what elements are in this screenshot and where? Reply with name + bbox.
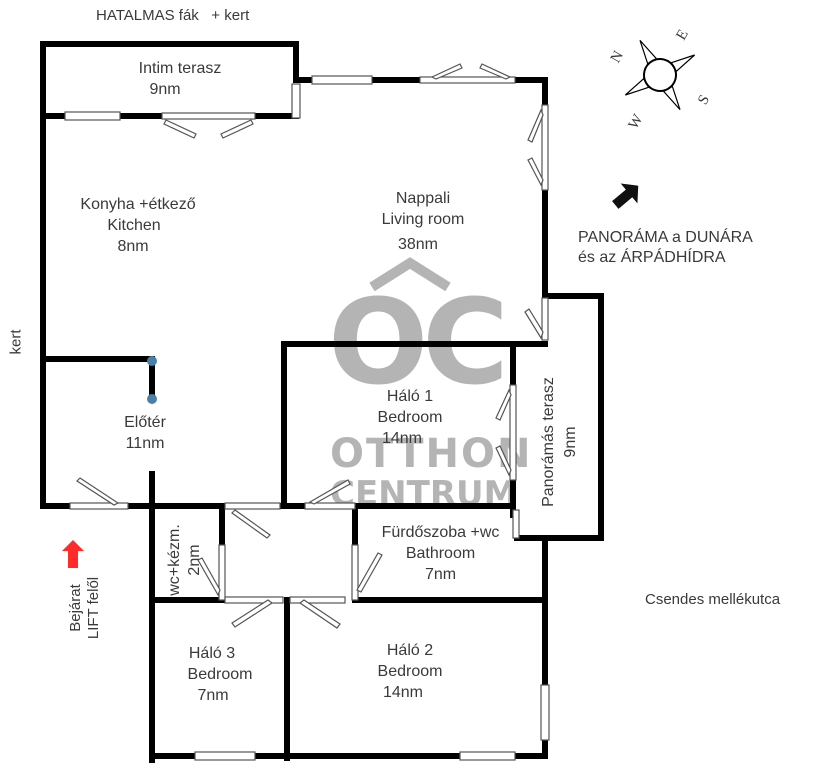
window: [194, 751, 256, 761]
door-leaf: [524, 308, 544, 340]
room-area: 7nm: [424, 566, 457, 583]
partition-dot: [147, 356, 157, 366]
door: [541, 297, 549, 341]
doors: [69, 63, 549, 629]
view-line2: és az ÁRPÁDHÍDRA: [578, 249, 726, 266]
door-leaf: [495, 445, 512, 477]
entrance-arrow-icon: [62, 540, 84, 568]
room-name: Előtér: [124, 414, 166, 431]
room-name: Panorámás terasz: [540, 377, 557, 507]
room-halo3: Háló 3 Bedroom 7nm: [170, 643, 270, 706]
room-name-en: Bedroom: [377, 663, 443, 680]
window: [64, 111, 121, 121]
room-name: wc+kézm.: [166, 524, 183, 596]
door: [541, 104, 549, 191]
door: [218, 544, 226, 601]
compass-icon: [624, 39, 696, 111]
room-name: Nappali: [395, 190, 451, 207]
room-name-en: Bathroom: [405, 545, 476, 562]
annotation-entrance: Bejárat LIFT felől: [67, 563, 103, 653]
walls: [40, 41, 604, 763]
room-name-en: Bedroom: [377, 409, 443, 426]
room-name: Konyha +étkező: [80, 196, 196, 213]
door-leaf: [356, 552, 383, 593]
room-halo2: Háló 2 Bedroom 14nm: [360, 640, 460, 703]
door-leaf: [220, 119, 254, 139]
room-area: 8nm: [117, 238, 149, 255]
door-leaf: [308, 479, 351, 505]
door: [509, 384, 517, 481]
window: [540, 684, 550, 741]
room-area: 2nm: [186, 544, 203, 576]
room-area: 9nm: [562, 426, 579, 458]
door-leaf: [163, 119, 197, 139]
room-name-en: Living room: [381, 211, 465, 228]
room-panoramas-terasz: Panorámás terasz 9nm: [538, 372, 582, 512]
door: [419, 76, 516, 84]
door-leaf: [231, 509, 271, 539]
door: [224, 502, 281, 510]
door-leaf: [231, 599, 274, 628]
door-leaf: [298, 599, 341, 629]
room-area: 14nm: [382, 684, 424, 701]
door-leaf: [527, 157, 544, 187]
door-leaf: [197, 557, 221, 597]
room-intim-terasz: Intim terasz 9nm: [110, 58, 250, 100]
door: [512, 509, 520, 539]
room-name-en: Bedroom: [187, 666, 253, 683]
room-area: 9nm: [149, 81, 181, 98]
door: [304, 502, 356, 510]
windows: [64, 75, 550, 761]
entrance-line2: LIFT felől: [85, 576, 102, 640]
window: [291, 83, 301, 119]
door-leaf: [479, 63, 512, 80]
door: [351, 544, 359, 601]
room-eloter: Előtér 11nm: [105, 412, 185, 454]
room-nappali: Nappali Living room 38nm: [368, 188, 478, 255]
annotation-street: Csendes mellékutca: [645, 591, 781, 608]
window: [311, 75, 373, 85]
room-area: 11nm: [125, 435, 165, 452]
door: [289, 596, 346, 604]
room-name: Háló 2: [386, 642, 434, 659]
window: [459, 751, 516, 761]
watermark-logo: [330, 255, 490, 425]
annotation-top: HATALMAS fák + kert: [96, 7, 250, 24]
room-area: 14nm: [381, 430, 423, 447]
entrance-door: [69, 502, 129, 510]
view-line1: PANORÁMA a DUNÁRA: [578, 229, 753, 246]
room-name-en: Kitchen: [107, 217, 161, 234]
room-konyha: Konyha +étkező Kitchen 8nm: [68, 194, 208, 257]
room-furdoszoba: Fürdőszoba +wc Bathroom 7nm: [368, 522, 513, 585]
door-leaf: [495, 388, 512, 421]
watermark-roof-icon: [369, 257, 451, 292]
room-name: Intim terasz: [138, 60, 222, 77]
compass-center: [643, 58, 677, 92]
room-name: Háló 1: [386, 388, 434, 405]
door-leaf: [76, 477, 120, 506]
room-area: 7nm: [197, 687, 229, 704]
view-arrow-icon: [612, 183, 639, 209]
room-area: 38nm: [397, 236, 439, 253]
door: [161, 112, 256, 120]
partition-dot: [147, 394, 157, 404]
room-halo1: Háló 1 Bedroom 14nm: [360, 386, 460, 449]
door-leaf: [527, 108, 544, 143]
annotation-view: PANORÁMA a DUNÁRA és az ÁRPÁDHÍDRA: [578, 228, 753, 268]
door-leaf: [430, 63, 463, 80]
room-wc: wc+kézm. 2nm: [165, 520, 205, 600]
room-name: Háló 3: [188, 645, 236, 662]
entrance-line1: Bejárat: [67, 584, 84, 632]
door: [224, 596, 284, 604]
annotation-left: kert: [7, 329, 25, 355]
room-name: Fürdőszoba +wc: [381, 524, 500, 541]
